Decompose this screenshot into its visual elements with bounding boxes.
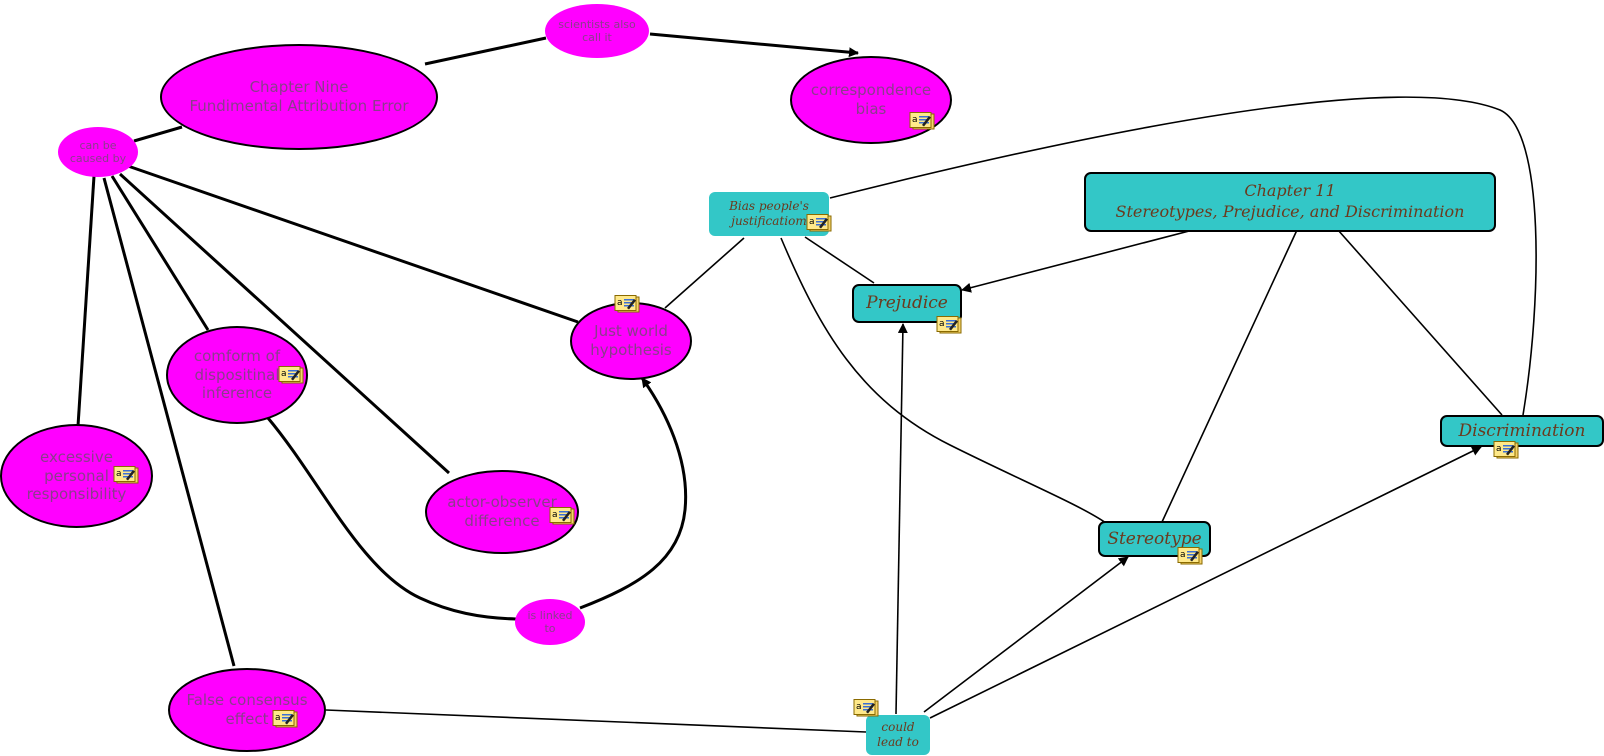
svg-text:a: a (275, 713, 281, 723)
resource-note-icon[interactable]: a (113, 466, 139, 484)
edge-justworld-to-bias (664, 237, 745, 309)
svg-text:a: a (116, 469, 122, 479)
node-just-world-hypothesis[interactable]: Just world hypothesis (570, 302, 692, 380)
edge-couldlead-to-prejudice (895, 323, 908, 715)
resource-note-icon[interactable]: a (853, 699, 879, 717)
resource-note-icon[interactable]: a (549, 507, 575, 525)
svg-text:a: a (939, 319, 945, 329)
edge-falseconsensus-to-couldlead (325, 709, 867, 733)
edge-alsocall-to-correspondence (649, 32, 859, 58)
svg-text:a: a (856, 702, 862, 712)
edge-chapter11-to-prejudice (961, 229, 1194, 293)
resource-note-icon[interactable]: a (272, 710, 298, 728)
svg-text:a: a (552, 510, 558, 520)
edge-islinked-to-justworld (579, 377, 688, 610)
edge-causedby-to-comform (110, 175, 210, 331)
edge-chapter11-to-discrimination (1337, 229, 1503, 416)
link-is-linked-to[interactable]: is linked to (515, 599, 585, 645)
node-false-consensus-effect[interactable]: False consensus effect (168, 668, 326, 752)
edge-couldlead-to-discrimination (929, 446, 1482, 719)
resource-note-icon[interactable]: a (614, 295, 640, 313)
node-chapter-nine[interactable]: Chapter Nine Fundimental Attribution Err… (160, 44, 438, 150)
edge-chapter9-to-alsocall (424, 36, 547, 66)
node-chapter-11[interactable]: Chapter 11 Stereotypes, Prejudice, and D… (1084, 172, 1496, 232)
link-scientists-also-call-it[interactable]: scientists also call it (545, 4, 649, 58)
resource-note-icon[interactable]: a (806, 214, 832, 232)
svg-text:a: a (1180, 550, 1186, 560)
link-can-be-caused-by[interactable]: can be caused by (58, 127, 138, 177)
node-correspondence-bias[interactable]: correspondence bias (790, 56, 952, 144)
link-could-lead-to[interactable]: could lead to (866, 715, 930, 755)
node-stereotype[interactable]: Stereotype (1098, 521, 1211, 557)
edge-causedby-to-false-consensus (102, 177, 236, 667)
node-excessive-personal-responsibility[interactable]: excessive personal responsibility (0, 424, 153, 528)
resource-note-icon[interactable]: a (1177, 547, 1203, 565)
node-discrimination[interactable]: Discrimination (1440, 415, 1604, 447)
svg-text:a: a (281, 369, 287, 379)
edge-couldlead-to-stereotype (923, 556, 1129, 713)
edge-bias-to-discrimination (829, 96, 1537, 416)
edge-bias-to-prejudice (804, 236, 875, 284)
svg-text:a: a (1496, 444, 1502, 454)
edge-comform-to-islinked (266, 417, 517, 621)
edge-causedby-to-justworld (127, 164, 579, 324)
svg-text:a: a (809, 217, 815, 227)
edge-bias-to-stereotype (780, 237, 1107, 524)
edge-causedby-to-actor (118, 172, 451, 475)
resource-note-icon[interactable]: a (278, 366, 304, 384)
edge-chapter9-to-causedby (133, 125, 183, 143)
edge-chapter11-to-stereotype (1161, 229, 1298, 523)
edge-causedby-to-excessive (76, 175, 96, 427)
resource-note-icon[interactable]: a (909, 112, 935, 130)
resource-note-icon[interactable]: a (936, 316, 962, 334)
svg-text:a: a (912, 115, 918, 125)
svg-text:a: a (617, 298, 623, 308)
resource-note-icon[interactable]: a (1493, 441, 1519, 459)
